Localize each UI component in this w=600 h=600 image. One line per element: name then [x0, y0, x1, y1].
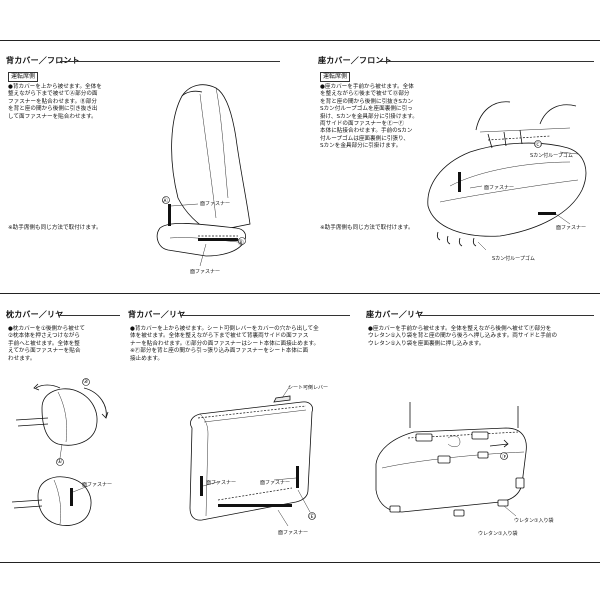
back-front-label-b: Ⓑ: [238, 240, 245, 247]
back-front-label-fastener-2: 面ファスナー: [190, 269, 221, 275]
back-rear-label-fastener-3: 面ファスナー: [278, 530, 309, 536]
pillow-rear-title-line: [58, 315, 120, 316]
pillow-rear-text: ●枕カバーを①後側から被せて ②枕本体を押さえつけながら 手前へと被せます。全体…: [8, 326, 86, 362]
back-rear-text: ●背カバーを上から被せます。シート可倒レバーをカバーの穴から出して全 体を被せま…: [130, 326, 320, 362]
back-rear-title-line: [180, 315, 350, 316]
seat-rear-label-f: Ⓕ: [502, 454, 509, 461]
seat-rear-label-urethane: ウレタン①入り袋: [514, 518, 554, 524]
seat-rear-title-line: [418, 315, 594, 316]
pillow-rear-label-1: ①: [57, 458, 63, 465]
fastener-strip-b: [198, 238, 238, 241]
fastener-strip-pillow: [70, 488, 73, 506]
back-rear-label-e: Ⓔ: [309, 514, 316, 521]
seat-front-label-c: Ⓒ: [535, 142, 542, 149]
middle-border: [0, 293, 600, 294]
seat-front-label-fastener-1: 面ファスナー: [484, 185, 515, 191]
back-front-title-line: [60, 61, 280, 62]
seat-rear-title: 座カバー／リヤ: [366, 310, 424, 319]
pillow-rear-label-2: ②: [83, 378, 89, 385]
seat-front-note: ※助手席側も同じ方法で取付けます。: [320, 225, 414, 231]
seat-rear-label-urethane-2: ウレタン①入り袋: [478, 531, 518, 537]
seat-front-label-s-loop-2: Sカン付ループゴム: [492, 256, 535, 262]
fastener-strip-side: [296, 466, 299, 488]
seat-rear-text: ●座カバーを手前から被せます。全体を整えながら後側へ被せてⒻ部分を ウレタン①入…: [368, 326, 558, 347]
seat-front-label-s-loop-1: Sカン付ループゴム: [530, 153, 573, 159]
back-front-label-fastener-1: 面ファスナー: [200, 201, 231, 207]
bottom-border: [0, 562, 600, 563]
back-front-badge: 運転席側: [8, 72, 39, 82]
pillow-rear-illustration: [11, 378, 109, 526]
seat-front-title: 座カバー／フロント: [318, 56, 392, 65]
seat-front-illustration: [427, 101, 587, 251]
back-front-label-a: Ⓐ: [162, 198, 169, 205]
back-front-illustration: [156, 84, 251, 267]
back-rear-label-fastener-2: 面ファスナー: [260, 480, 291, 486]
top-border: [0, 40, 600, 41]
seat-front-title-line: [380, 61, 594, 62]
seat-front-text: ●座カバーを手前から被せます。全体 を整えながらⒸ後まで被せてⒹ部分 を背と座の…: [320, 84, 418, 150]
pillow-rear-title: 枕カバー／リヤ: [6, 310, 64, 319]
back-front-title: 背カバー／フロント: [6, 56, 80, 65]
fastener-strip-e: [458, 172, 461, 192]
pillow-rear-label-fastener: 面ファスナー: [82, 482, 113, 488]
back-rear-label-fastener-1: 面ファスナー: [206, 480, 237, 486]
seat-rear-illustration: [375, 402, 527, 517]
seat-front-badge: 運転席側: [320, 72, 351, 82]
fastener-strip-left: [200, 476, 203, 496]
fastener-strip-bottom: [218, 504, 292, 507]
back-rear-label-lever: シート可倒レバー: [288, 385, 329, 391]
back-rear-title: 背カバー／リヤ: [128, 310, 186, 319]
back-rear-illustration: [189, 385, 316, 527]
seat-front-label-fastener-2: 面ファスナー: [556, 225, 587, 231]
fastener-strip-f: [538, 212, 556, 215]
back-front-text: ●背カバーを上から被せます。全体を 整えながら下まで被せてⒶ部分の面 ファスナー…: [8, 84, 102, 120]
fastener-strip-a: [168, 204, 171, 226]
back-front-note: ※助手席側も同じ方法で取付けます。: [8, 225, 102, 231]
